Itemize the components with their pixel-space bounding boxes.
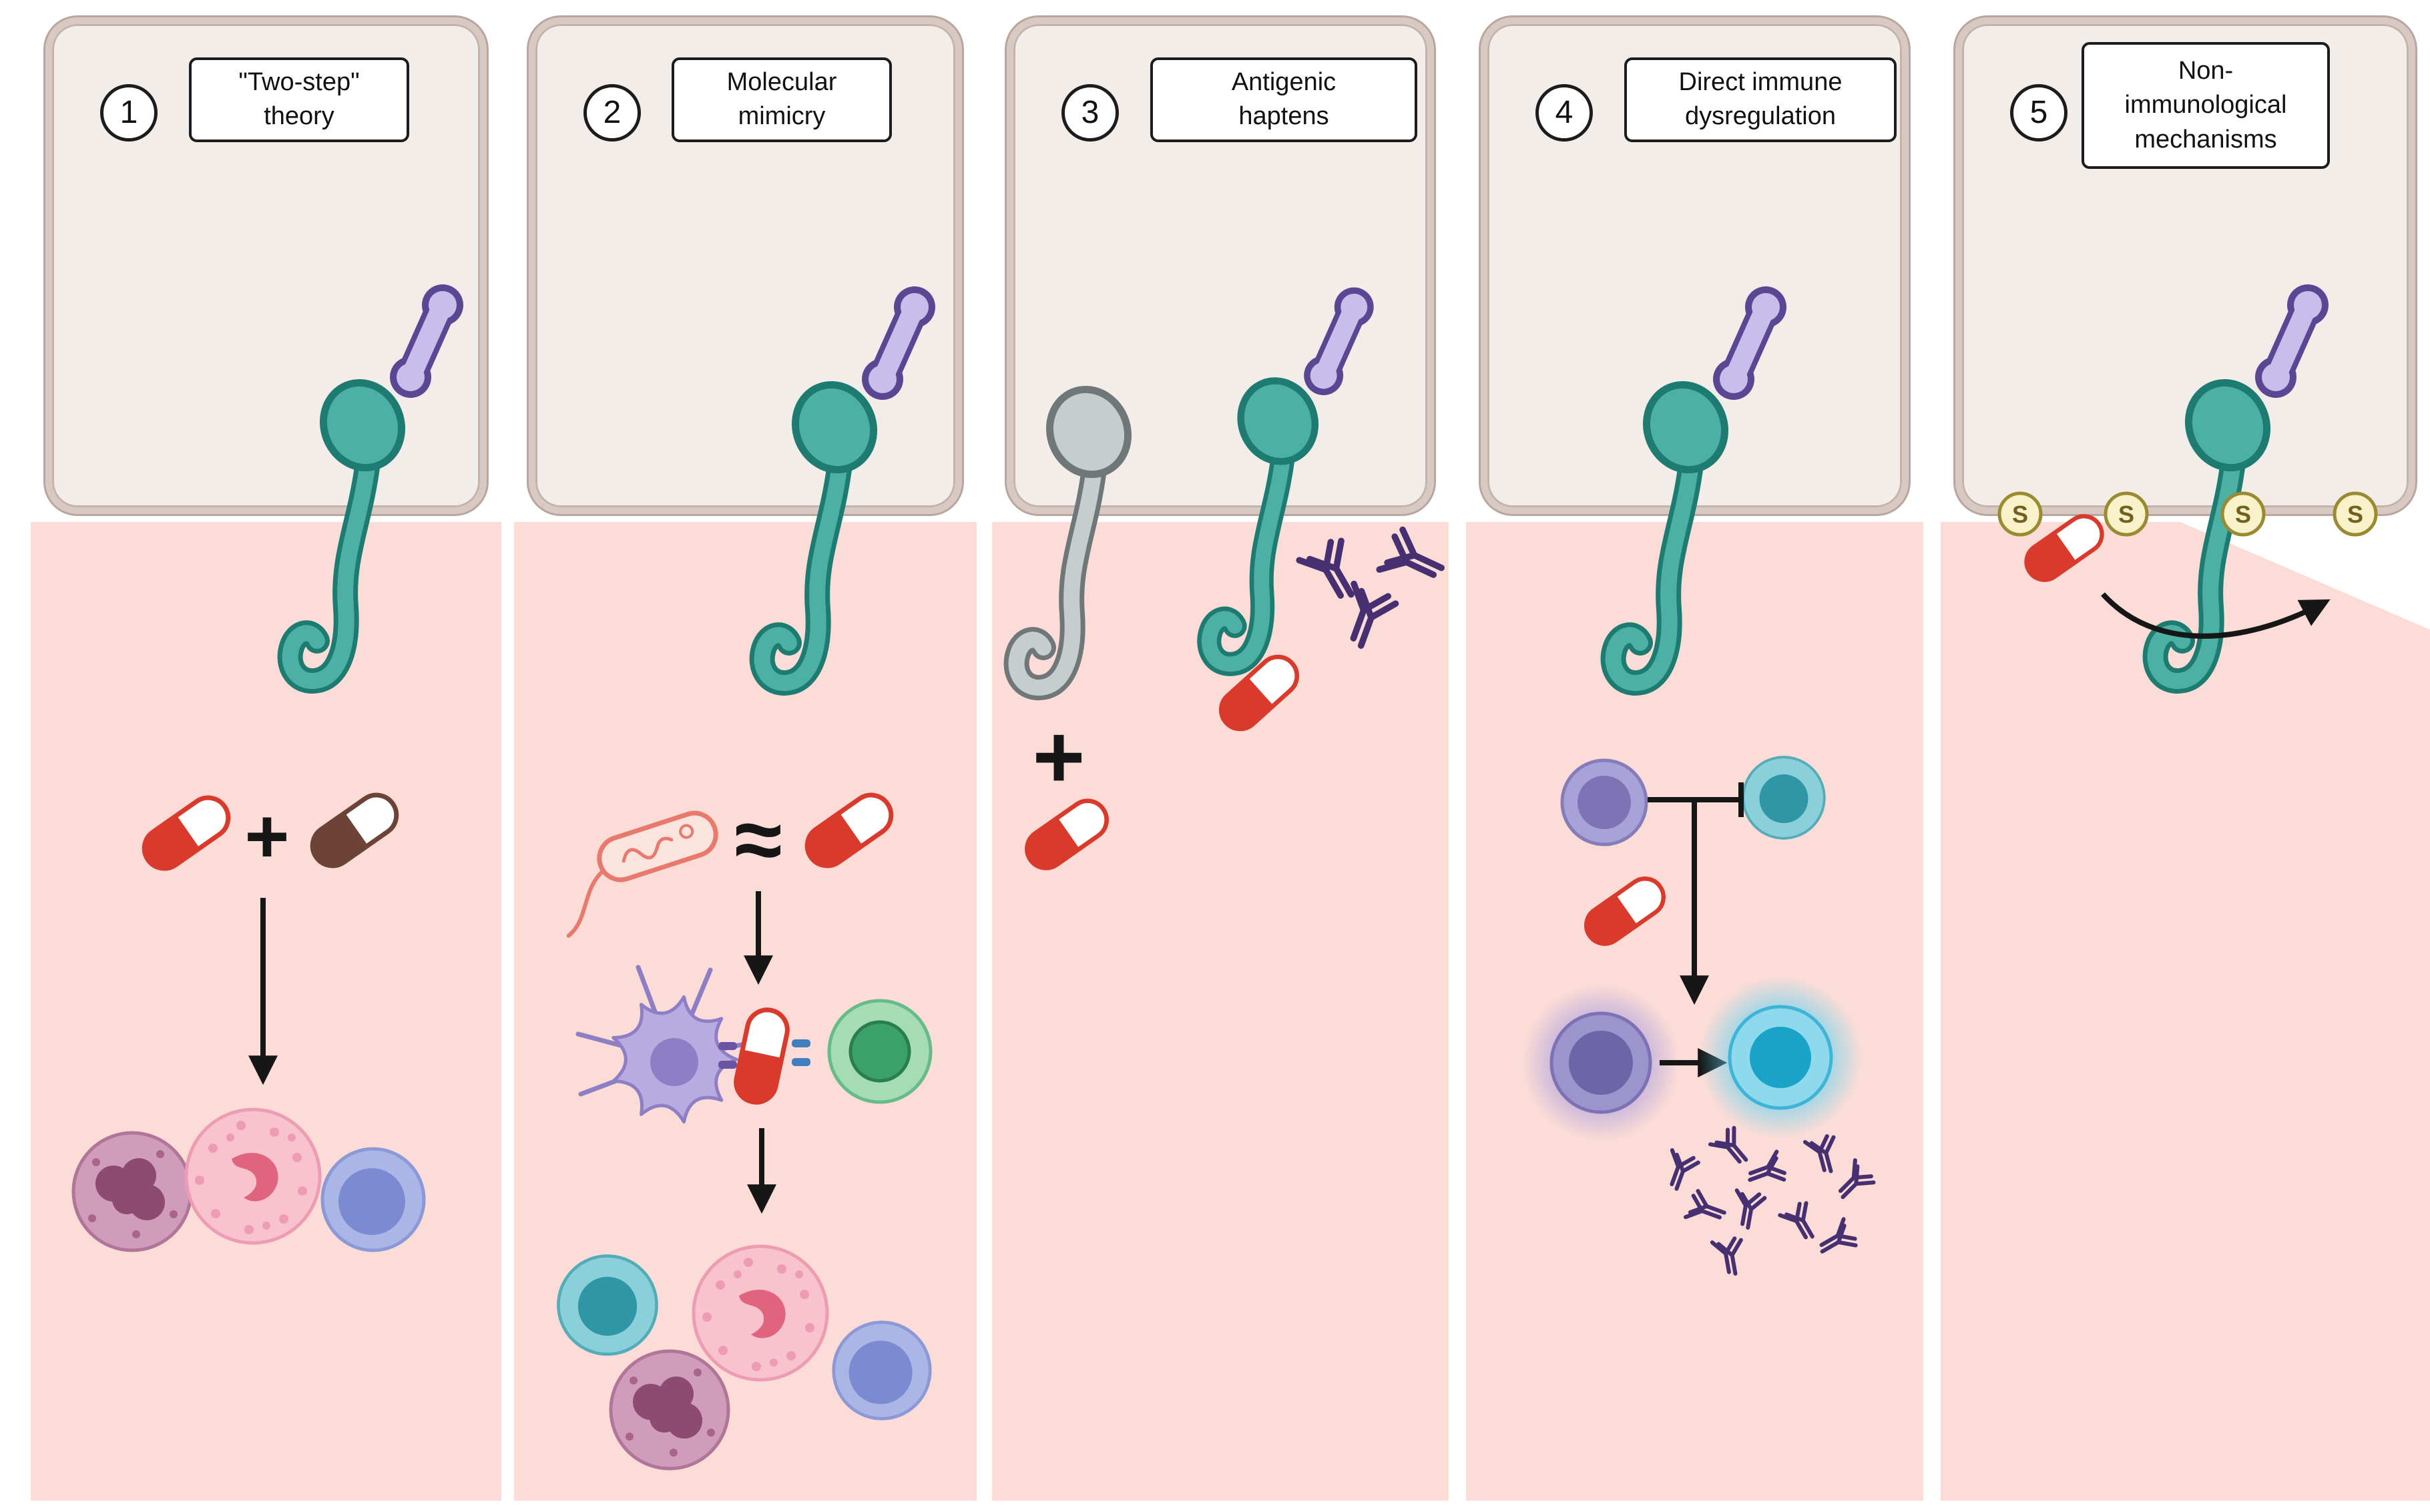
panel-title-line: haptens (1238, 102, 1329, 131)
panel-title-line: Molecular (726, 68, 837, 96)
panel-non-immunological-mechanisms: S S S S 5 Non- immunological mechan (1941, 0, 2430, 1512)
panel-title-line: dysregulation (1684, 102, 1837, 131)
panel-antigenic-haptens: + 3 Antigenic haptens (992, 0, 1449, 1512)
panel-number-badge: 5 (2010, 84, 2068, 142)
panel-molecular-mimicry: ≈ 2 Molecular mimicry (514, 0, 977, 1512)
panel-title: Molecular mimicry (672, 57, 892, 142)
dermis-layer (1466, 522, 1923, 1501)
dermis-layer (31, 522, 501, 1501)
panel-number-badge: 2 (583, 84, 641, 142)
panel-title-line: theory (264, 102, 334, 131)
panel-title-line: Antigenic (1231, 68, 1336, 96)
panel-two-step-theory: + 1 "Two-step" theory (31, 0, 501, 1512)
panel-number-badge: 3 (1061, 84, 1119, 142)
dermis-layer (1941, 522, 2430, 1501)
panel-title-line: Direct immune (1678, 68, 1843, 96)
panel-title-line: mechanisms (2134, 125, 2277, 154)
panel-title-line: "Two-step" (238, 68, 360, 96)
panel-title-line: immunological (2124, 91, 2287, 119)
panel-title-line: mimicry (738, 102, 826, 131)
panel-direct-immune-dysregulation: 4 Direct immune dysregulation (1466, 0, 1923, 1512)
panel-number-badge: 4 (1535, 84, 1593, 142)
panel-title: "Two-step" theory (189, 57, 409, 142)
panel-title: Antigenic haptens (1150, 57, 1417, 142)
panel-title-line: Non- (2178, 57, 2234, 85)
dermis-layer (992, 522, 1449, 1501)
panel-number-badge: 1 (100, 84, 158, 142)
panel-title: Direct immune dysregulation (1624, 57, 1897, 142)
panel-title: Non- immunological mechanisms (2082, 42, 2330, 169)
dermis-layer (514, 522, 977, 1501)
